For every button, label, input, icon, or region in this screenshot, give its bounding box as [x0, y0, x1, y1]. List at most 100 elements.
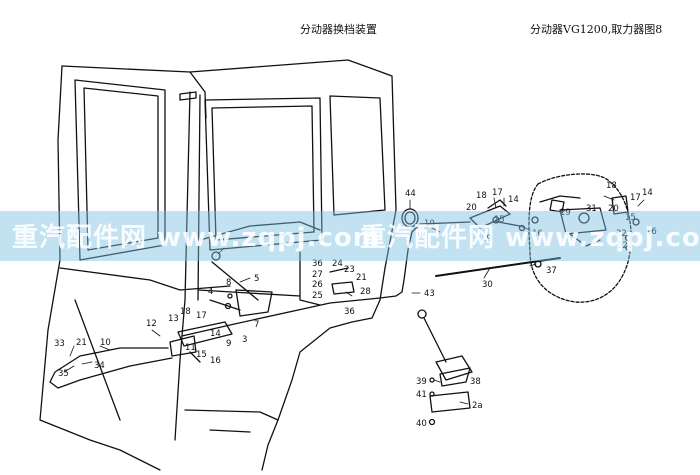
- leader-lines: [63, 195, 645, 405]
- shift-rod: [211, 261, 259, 301]
- callout-5: 5: [254, 274, 259, 284]
- valve-connector: [497, 221, 521, 227]
- valve-washer: [625, 245, 631, 251]
- cab-shift-assembly: [169, 251, 355, 363]
- step-line-lower: [209, 429, 251, 433]
- callout-12: 12: [146, 319, 157, 329]
- callout-15-left: 15: [196, 350, 207, 360]
- a-pillar: [174, 91, 191, 441]
- transfer-case-outline: [528, 173, 632, 303]
- cable-clamp: [331, 281, 355, 295]
- callout-20: 20: [466, 203, 477, 213]
- callout-33: 33: [54, 339, 65, 349]
- cab-floor-rear: [199, 221, 321, 241]
- bolt-41: [429, 391, 435, 397]
- floor-detail: [209, 299, 241, 311]
- nut-40: [428, 418, 436, 426]
- windshield-left-inner: [83, 87, 159, 251]
- callout-4: 4: [208, 287, 213, 297]
- lever-base: [439, 367, 471, 387]
- callout-30: 30: [482, 280, 493, 290]
- callout-21-left: 21: [76, 338, 87, 348]
- callout-32: 32: [616, 229, 627, 239]
- callout-17-right: 17: [630, 193, 641, 203]
- dashboard-line: [59, 267, 231, 291]
- valve-nut: [624, 234, 632, 242]
- seat-base: [299, 251, 321, 306]
- callout-43: 43: [424, 289, 435, 299]
- side-window: [204, 97, 323, 251]
- lever-housing: [169, 335, 197, 357]
- callout-10: 10: [424, 219, 435, 229]
- callout-20-right: 20: [608, 204, 619, 214]
- step-line: [184, 409, 279, 421]
- marker-lamp: [179, 91, 197, 101]
- grommet-inner: [404, 211, 416, 225]
- callout-21: 21: [356, 273, 367, 283]
- callout-26: 26: [312, 280, 323, 290]
- callout-29: 29: [560, 208, 571, 218]
- side-window-inner: [211, 105, 315, 241]
- shift-knob: [211, 251, 221, 261]
- callout-16-left: 16: [210, 356, 221, 366]
- callout-7: 7: [254, 320, 259, 330]
- floor-lever-knob: [417, 309, 427, 319]
- callout-18: 18: [476, 191, 487, 201]
- watermark-band: [0, 211, 700, 261]
- washer: [227, 293, 233, 299]
- callout-23: 23: [344, 265, 355, 275]
- callout-13: 13: [168, 314, 179, 324]
- floor-lever-rod: [423, 317, 447, 363]
- callout-19: 19: [481, 234, 492, 244]
- callout-35: 35: [58, 369, 69, 379]
- callout-9: 9: [226, 339, 231, 349]
- figure-title: 分动器VG1200,取力器图8: [530, 23, 663, 36]
- callout-41: 41: [416, 390, 427, 400]
- bolt-39: [429, 377, 435, 383]
- valve-port: [492, 216, 500, 224]
- callout-6: 6: [222, 239, 227, 249]
- watermark-text-left: 重汽配件网 www.zqpj.com: [12, 223, 381, 253]
- callout-16: 16: [532, 229, 543, 239]
- cab-outer-outline: [61, 59, 397, 471]
- callout-10-left: 10: [100, 338, 111, 348]
- lever-bracket: [435, 355, 473, 381]
- callout-24: 24: [332, 259, 343, 269]
- valve-housing: [469, 205, 511, 229]
- callout-14-right: 14: [642, 188, 653, 198]
- clamp-plate: [329, 267, 349, 273]
- case-detail: [539, 195, 581, 203]
- shift-bracket: [235, 289, 273, 317]
- cable-loop: [49, 347, 173, 389]
- callout-18-right: 18: [606, 181, 617, 191]
- front-panel-line: [74, 299, 121, 421]
- callout-28: 28: [360, 287, 371, 297]
- callout-14: 14: [508, 195, 519, 205]
- callout-38: 38: [470, 377, 481, 387]
- base-plate: [177, 321, 233, 347]
- pivot-bolt: [224, 302, 232, 310]
- callout-27: 27: [312, 270, 323, 280]
- callout-39: 39: [416, 377, 427, 387]
- linkage-arm: [189, 351, 201, 363]
- callout-16-right: 16: [646, 227, 657, 237]
- shift-cable: [181, 291, 403, 337]
- floor-lever-assembly: [417, 309, 473, 426]
- callout-31: 31: [586, 204, 597, 214]
- valve-fitting-right: [632, 218, 640, 226]
- transfer-case-drawing: [528, 173, 640, 303]
- truck-cab-drawing: [39, 59, 397, 471]
- callout-2a: 2a: [472, 401, 483, 411]
- callout-15-right: 15: [625, 213, 636, 223]
- callout-17-left: 17: [196, 311, 207, 321]
- page-title: 分动器换档装置: [300, 23, 377, 36]
- callout-36-top: 36: [312, 259, 323, 269]
- cable-run-upper: [401, 221, 471, 293]
- cab-left-outline: [39, 65, 161, 471]
- callout-22: 22: [617, 241, 628, 251]
- callout-11: 11: [185, 343, 196, 353]
- windshield-left: [74, 79, 166, 261]
- shift-cylinder: [559, 207, 607, 235]
